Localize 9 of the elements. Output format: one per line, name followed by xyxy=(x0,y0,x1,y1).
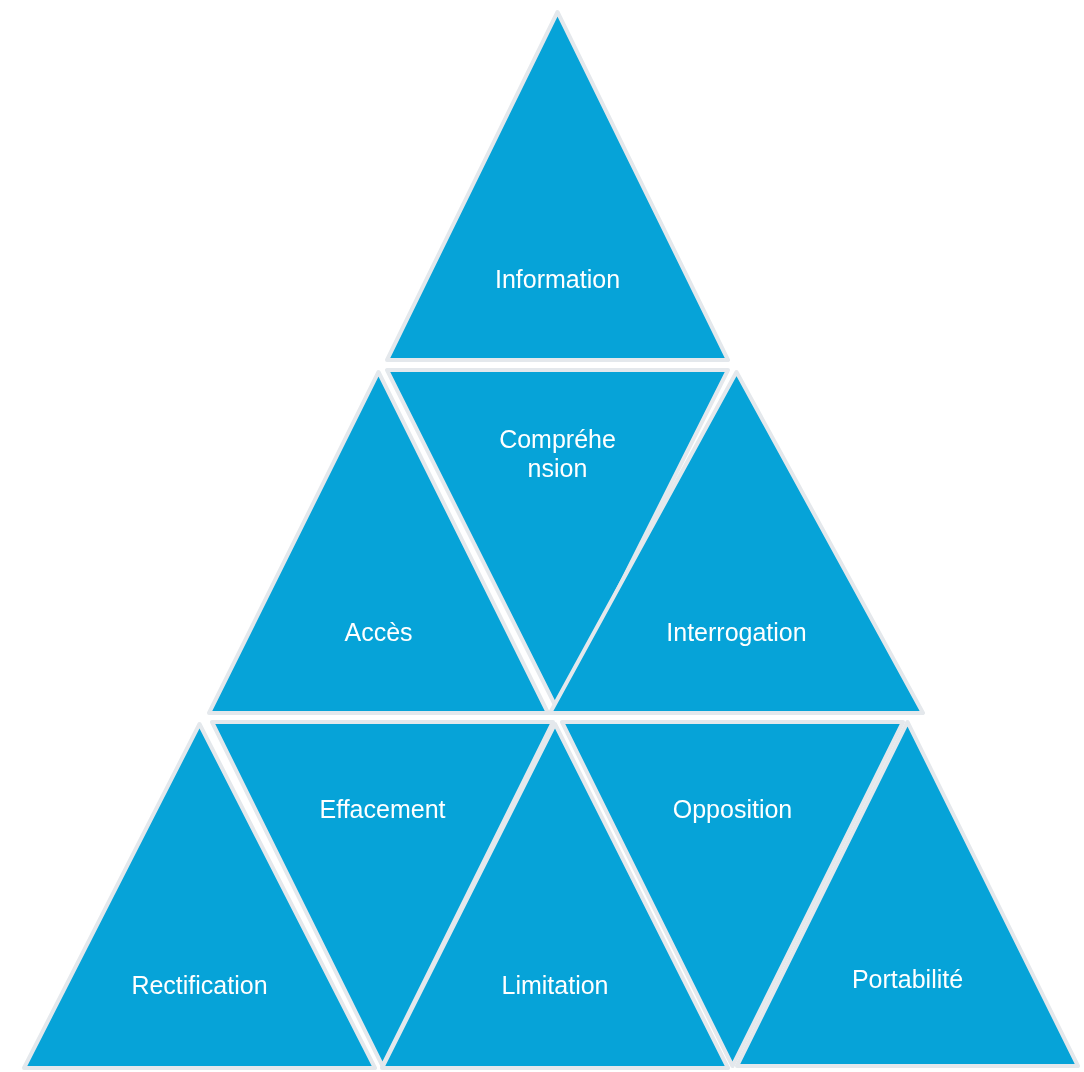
tile-label: Rectification xyxy=(131,970,268,1000)
tile-label: Opposition xyxy=(672,794,793,824)
tile-label: Accès xyxy=(344,617,413,647)
tile-label: Portabilité xyxy=(851,964,964,994)
tile-label: Effacement xyxy=(319,794,446,824)
tile-label: Limitation xyxy=(501,970,609,1000)
tile-label: Information xyxy=(494,264,621,294)
tile-label: Interrogation xyxy=(666,617,807,647)
tile-label: Compréhension xyxy=(498,425,617,483)
